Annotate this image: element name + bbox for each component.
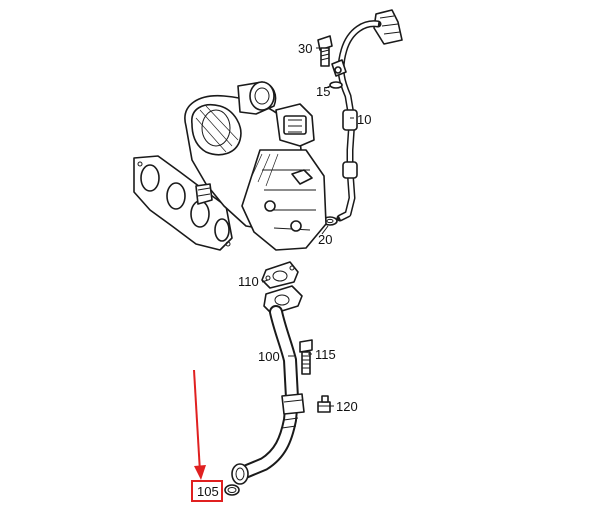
bolt-30 bbox=[317, 35, 333, 67]
callout-105: 105 bbox=[197, 484, 219, 499]
oil-feed-line bbox=[331, 9, 403, 222]
callout-20: 20 bbox=[318, 232, 332, 247]
callout-110: 110 bbox=[238, 274, 259, 289]
washer-15 bbox=[329, 81, 343, 89]
bolt-115 bbox=[299, 339, 313, 375]
leader-lines bbox=[261, 47, 354, 407]
exhaust-manifold-flange bbox=[133, 155, 233, 251]
oil-return-pipe bbox=[231, 285, 305, 485]
callout-30: 30 bbox=[298, 41, 312, 56]
callout-115: 115 bbox=[315, 347, 336, 362]
highlight-arrow bbox=[193, 369, 206, 480]
callout-120: 120 bbox=[336, 399, 358, 414]
highlight-box bbox=[191, 480, 223, 502]
callout-10: 10 bbox=[357, 112, 371, 127]
callout-100: 100 bbox=[258, 349, 280, 364]
callout-15: 15 bbox=[316, 84, 330, 99]
turbocharger bbox=[184, 81, 327, 251]
bolt-120 bbox=[317, 395, 331, 413]
gasket-110 bbox=[261, 261, 299, 289]
seal-ring-105 bbox=[224, 484, 240, 496]
